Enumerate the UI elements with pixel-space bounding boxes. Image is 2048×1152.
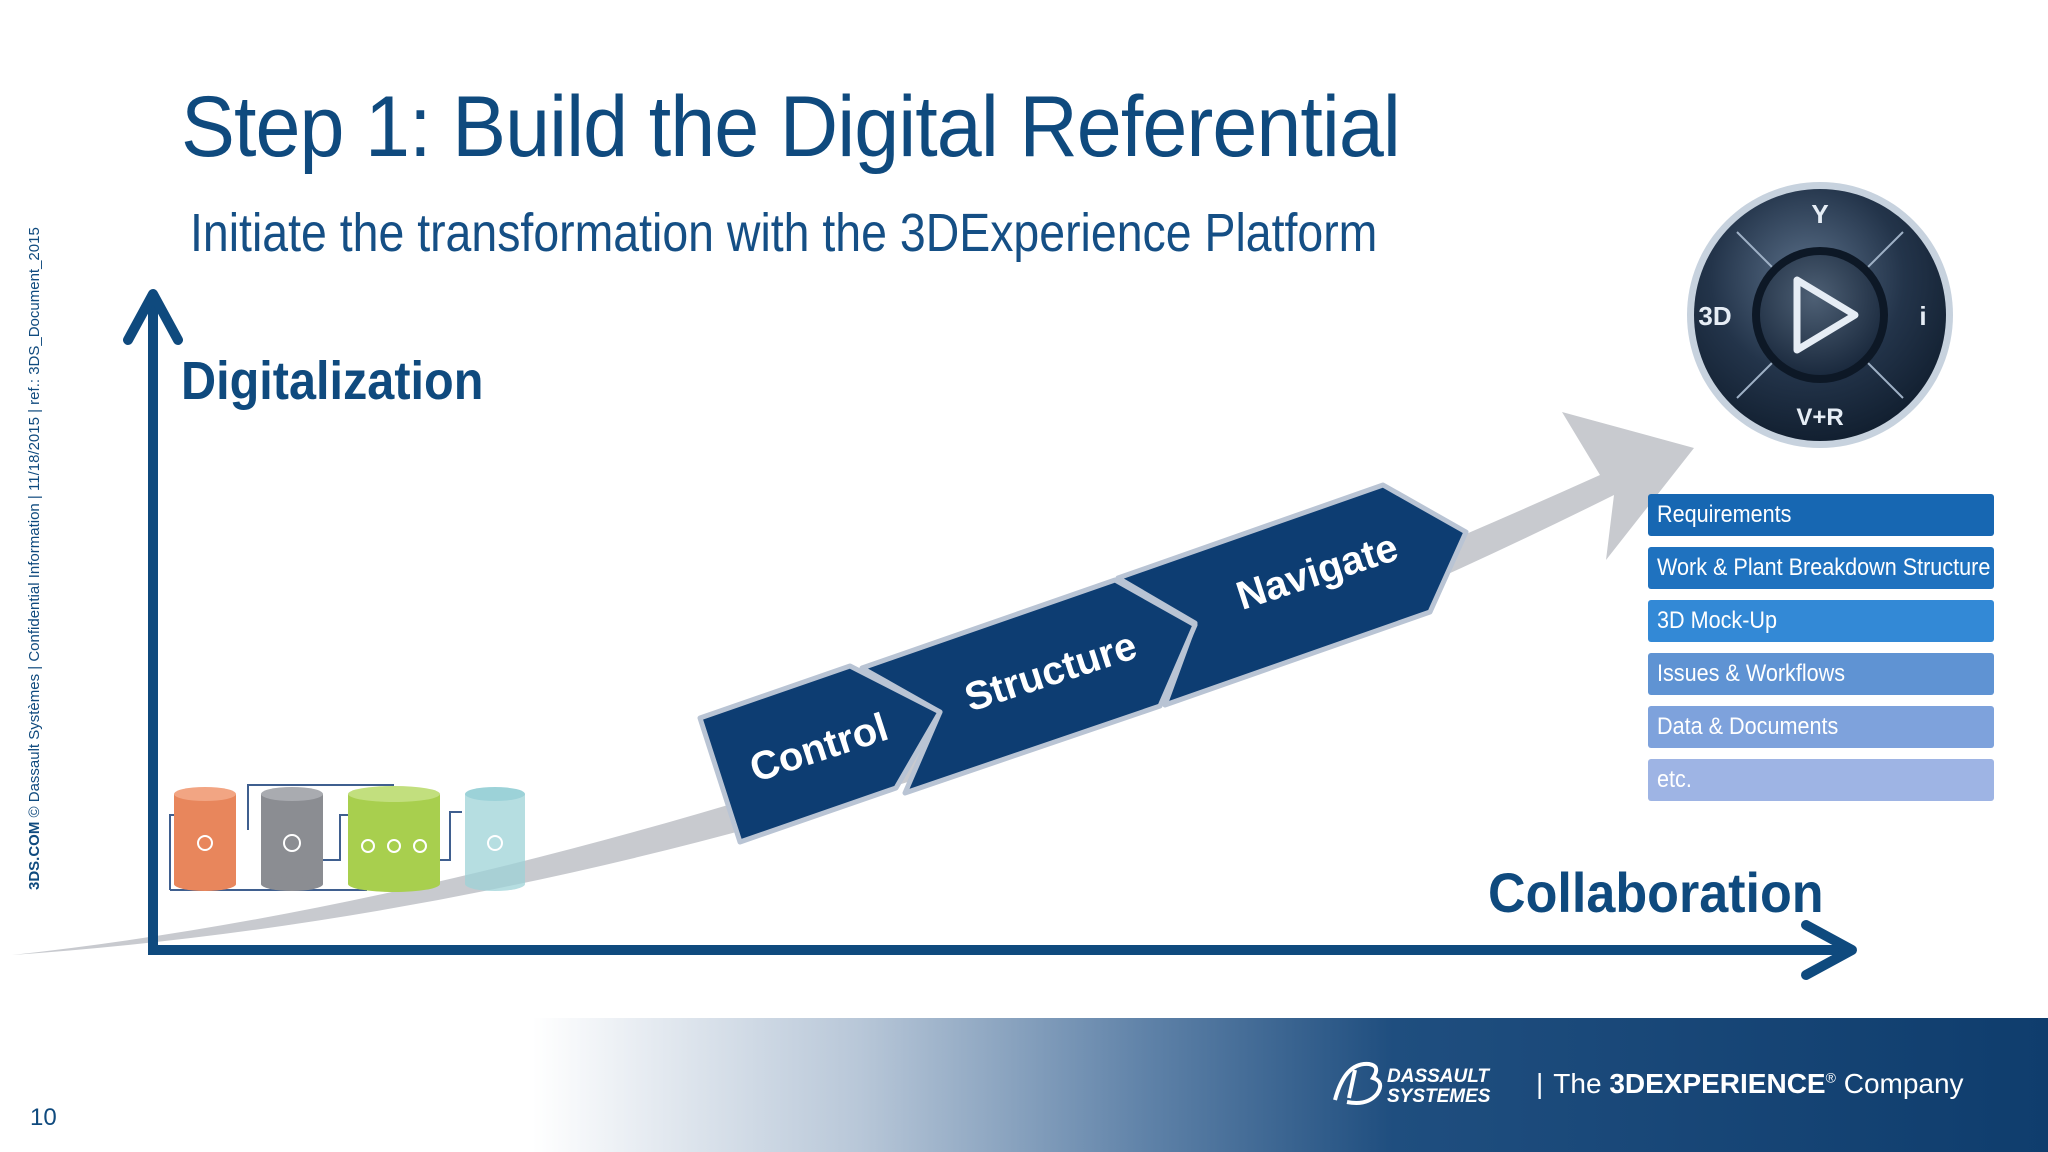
cylinder-connector-line — [322, 814, 350, 861]
feature-label: Requirements — [1657, 501, 1792, 528]
slide-title: Step 1: Build the Digital Referential — [181, 79, 1401, 175]
x-axis-arrowhead-icon — [1801, 920, 1857, 980]
feature-item-breakdown-structure: Work & Plant Breakdown Structure — [1648, 547, 1994, 589]
compass-label-bottom: V+R — [1796, 404, 1843, 431]
cylinder-connector-line — [440, 811, 462, 861]
y-axis-label: Digitalization — [181, 351, 484, 411]
feature-label: Issues & Workflows — [1657, 660, 1846, 687]
footer-band — [0, 1018, 2048, 1152]
feature-label: etc. — [1657, 766, 1692, 793]
feature-label: 3D Mock-Up — [1657, 607, 1778, 634]
compass-label-top: Y — [1811, 199, 1828, 229]
feature-item-issues-workflows: Issues & Workflows — [1648, 653, 1994, 695]
step-chevron-control — [697, 663, 943, 845]
compass-label-left: 3D — [1698, 301, 1731, 331]
slide-subtitle: Initiate the transformation with the 3DE… — [190, 203, 1378, 263]
play-icon — [1793, 276, 1859, 354]
dassault-systemes-logo-icon: DASSAULT SYSTEMES — [1333, 1061, 1491, 1107]
cylinder-survey — [261, 787, 323, 891]
feature-item-3d-mockup: 3D Mock-Up — [1648, 600, 1994, 642]
company-mark: ® — [1825, 1069, 1836, 1086]
process-cylinders-illustration — [169, 784, 525, 892]
svg-text:SYSTEMES: SYSTEMES — [1387, 1086, 1491, 1107]
feature-item-requirements: Requirements — [1648, 494, 1994, 536]
feature-item-etc: etc. — [1648, 759, 1994, 801]
step-chevrons — [697, 482, 1469, 845]
feature-item-data-documents: Data & Documents — [1648, 706, 1994, 748]
cylinder-design — [174, 787, 236, 891]
compass-label-right: i — [1919, 301, 1926, 331]
cylinder-construction — [348, 786, 440, 892]
feature-label: Data & Documents — [1657, 713, 1839, 740]
company-prefix: The — [1553, 1068, 1610, 1099]
page-number: 10 — [30, 1104, 57, 1131]
y-axis-arrowhead-icon — [123, 289, 183, 345]
cylinder-operations — [465, 787, 525, 891]
company-bold: 3DEXPERIENCE — [1609, 1068, 1826, 1099]
company-suffix: Company — [1835, 1068, 1964, 1099]
svg-text:DASSAULT: DASSAULT — [1387, 1066, 1490, 1087]
feature-label: Work & Plant Breakdown Structure — [1657, 554, 1991, 581]
footer-company-tagline: |The 3DEXPERIENCE® Company — [1536, 1068, 1964, 1099]
x-axis-label: Collaboration — [1488, 861, 1824, 924]
play-compass-icon: Y 3D i V+R — [1687, 182, 1953, 448]
